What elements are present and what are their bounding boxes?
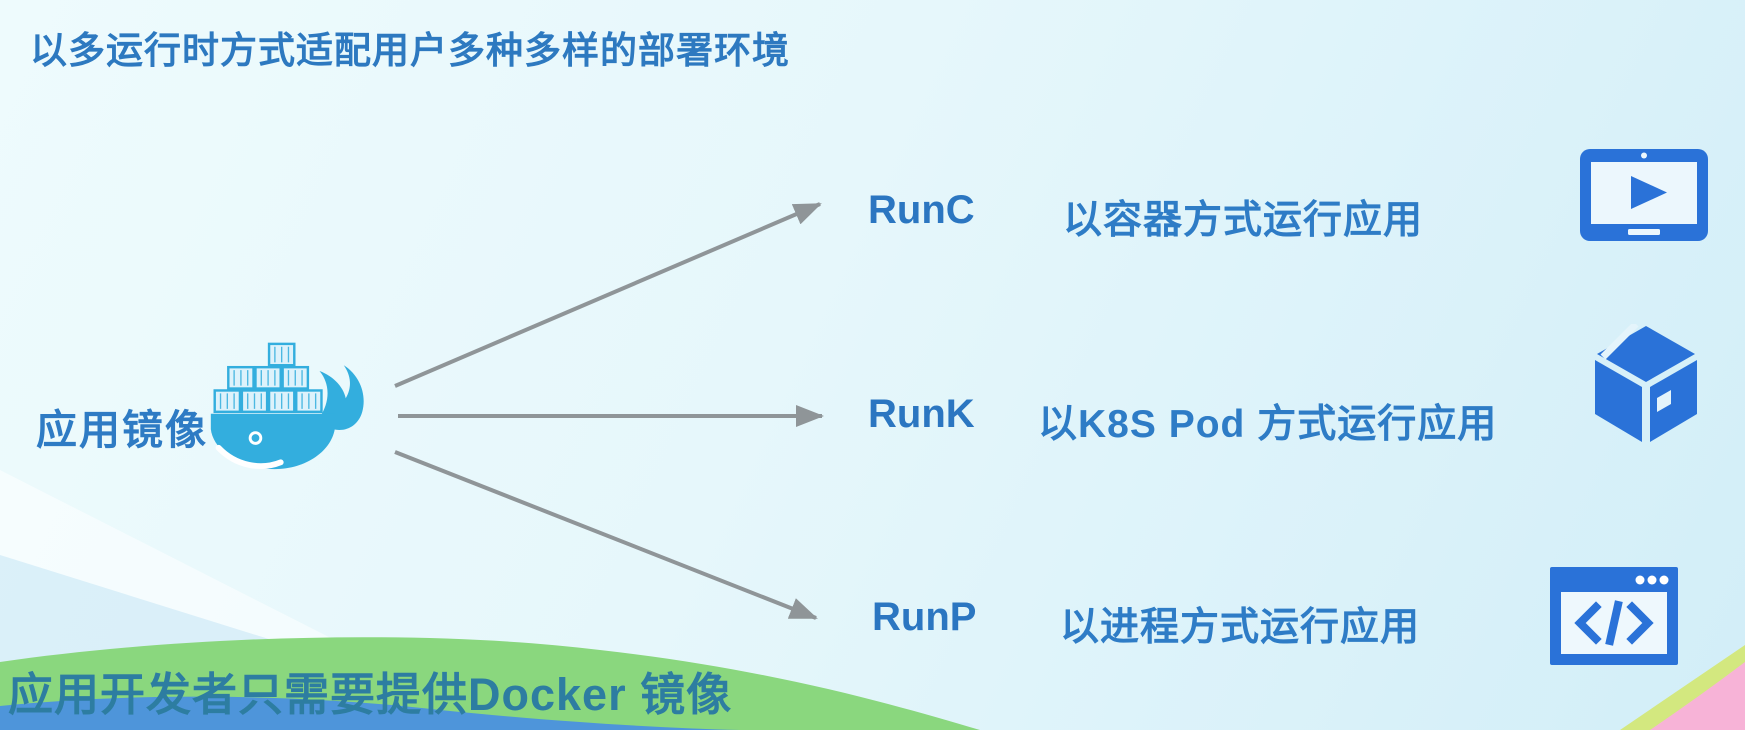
runc-description: 以容器方式运行应用: [1063, 199, 1424, 242]
bottom-note: 应用开发者只需要提供Docker 镜像: [8, 669, 733, 720]
runtime-row-runp: RunP 以进程方式运行应用: [0, 595, 1745, 649]
arrow-to-runp: [394, 450, 818, 620]
light-wedge: [0, 470, 390, 668]
runk-label: RunK: [868, 392, 975, 436]
runp-description: 以进程方式运行应用: [1060, 606, 1421, 649]
corner-pink: [1650, 662, 1745, 730]
runtime-row-runk: RunK 以K8S Pod 方式运行应用: [0, 392, 1745, 446]
wave-blue: [0, 696, 740, 730]
monitor-play-icon: [1580, 149, 1708, 241]
docker-whale-icon: [210, 342, 364, 470]
code-window-icon: [1550, 567, 1678, 665]
slide-title: 以多运行时方式适配用户多种多样的部署环境: [30, 30, 790, 71]
corner-yellow-edge: [1620, 645, 1745, 730]
whale-body: [210, 413, 336, 470]
runtime-row-runc: RunC 以容器方式运行应用: [0, 188, 1745, 242]
runk-description: 以K8S Pod 方式运行应用: [1038, 403, 1498, 446]
app-image-label: 应用镜像: [36, 407, 208, 453]
runc-label: RunC: [868, 188, 975, 232]
runp-label: RunP: [872, 595, 977, 639]
arrow-to-runc: [394, 202, 822, 388]
whale-eye: [248, 431, 263, 445]
package-box-icon: [1595, 324, 1697, 442]
whale-mouth: [215, 444, 284, 469]
